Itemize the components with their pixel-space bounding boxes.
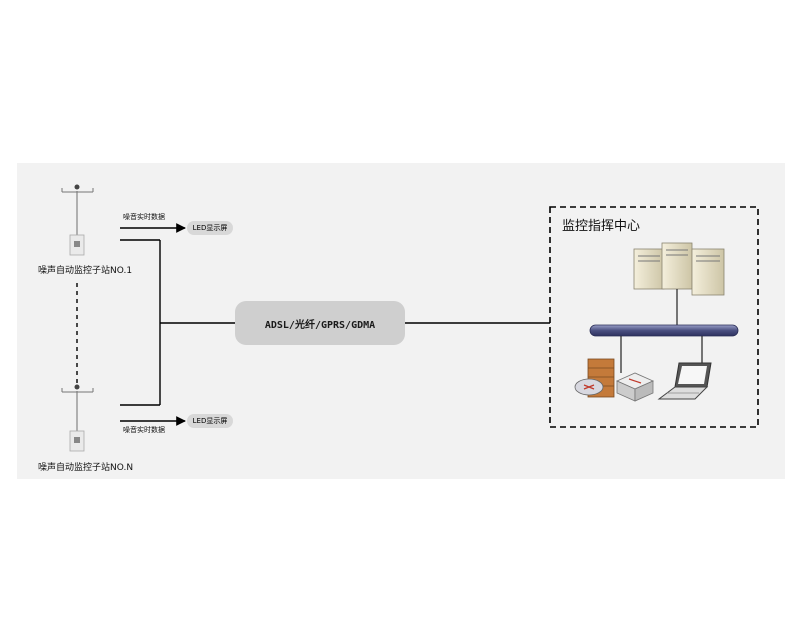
station-1-label: 噪声自动监控子站NO.1 [38,266,133,276]
led-display-1-label: LED显示屏 [192,224,228,232]
diagram-canvas [61,184,759,452]
network-label: ADSL/光纤/GPRS/GDMA [264,319,376,331]
firewall-router-icon [574,358,654,402]
control-center-title: 监控指挥中心 [562,219,641,234]
station-n-label: 噪声自动监控子站NO.N [38,463,134,473]
station-n-data-label: 噪音实时数据 [123,426,165,434]
network-diagram: 噪声自动监控子站NO.1 噪声自动监控子站NO.N 噪音实时数据 噪音实时数据 … [17,163,785,479]
led-display-n-label: LED显示屏 [192,417,228,425]
network-bus-bar [589,324,739,337]
control-center-border [549,206,759,428]
noise-station-n-icon [61,384,94,452]
led-display-1: LED显示屏 [187,221,233,235]
noise-station-1-icon [61,184,94,256]
laptop-icon [657,362,712,400]
station-1-data-label: 噪音实时数据 [123,213,165,221]
server-icon [633,242,725,296]
led-display-n: LED显示屏 [187,414,233,428]
network-link-pill: ADSL/光纤/GPRS/GDMA [235,301,405,345]
